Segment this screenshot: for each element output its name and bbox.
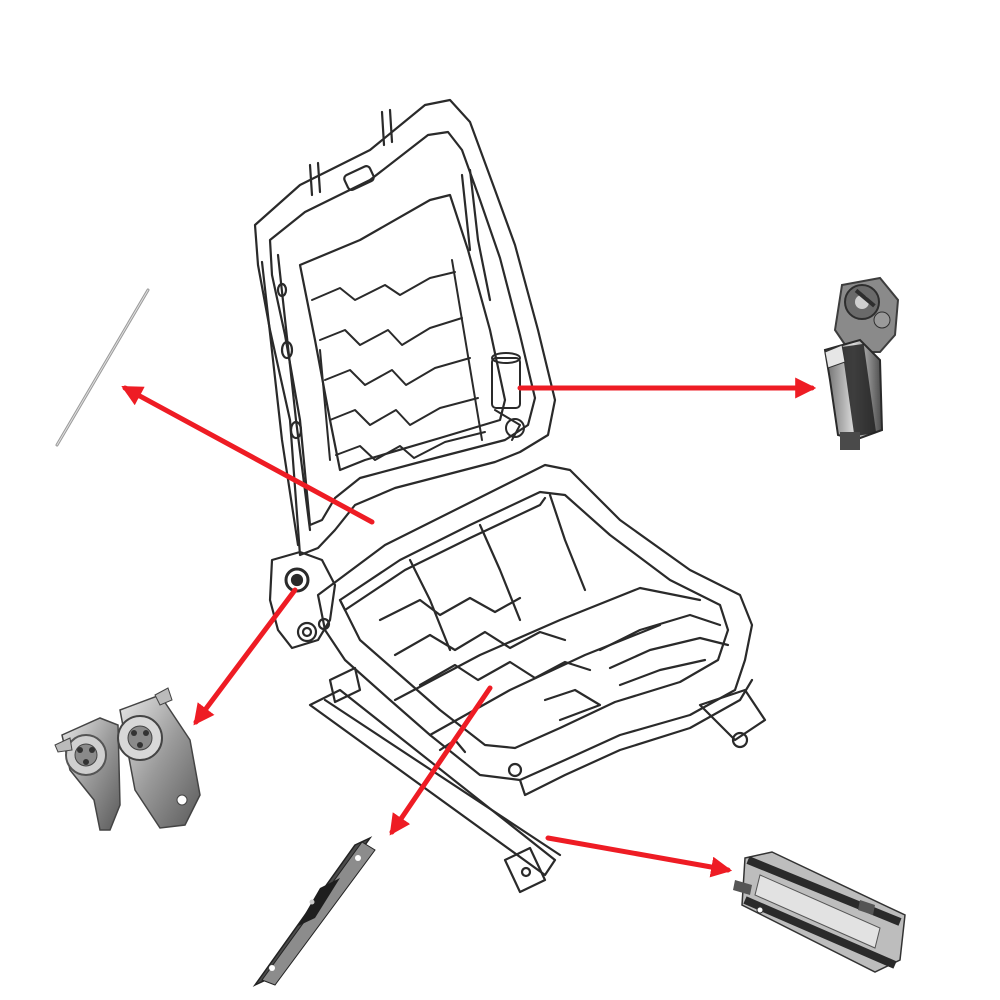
recliner-hinge-outline bbox=[268, 550, 337, 650]
rail-assembly-icon bbox=[733, 851, 906, 973]
backrest-springs bbox=[311, 259, 486, 461]
seat-frame-drawing bbox=[253, 98, 767, 894]
callout-arrows bbox=[121, 377, 817, 878]
gear-motor-icon bbox=[823, 276, 900, 450]
recliner-hinge-icon bbox=[54, 687, 201, 831]
backrest-motor-outline bbox=[491, 352, 525, 441]
arrow-to-rail-assembly bbox=[545, 835, 733, 878]
arrow-to-cable bbox=[121, 385, 375, 525]
cable-rod-icon bbox=[55, 288, 150, 447]
arrow-to-recliner-hinges bbox=[193, 587, 298, 726]
arrow-to-slide-track bbox=[389, 685, 493, 836]
backrest-frame bbox=[253, 98, 557, 557]
seat-rails bbox=[308, 666, 767, 894]
slide-track-icon bbox=[252, 836, 376, 987]
seat-cushion-frame bbox=[316, 463, 754, 797]
